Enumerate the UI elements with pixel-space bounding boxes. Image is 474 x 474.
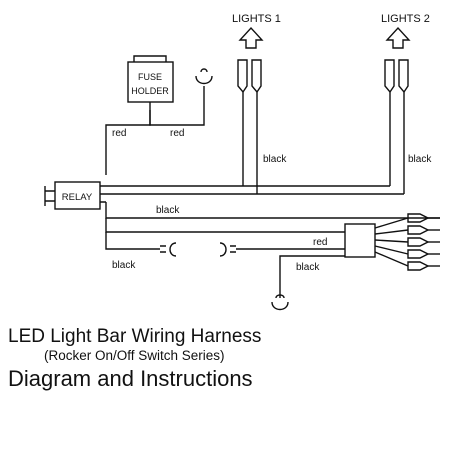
- lights1-arrow-icon: [238, 26, 264, 49]
- fuse-label-line1: FUSE: [138, 72, 162, 82]
- ground-ring-mid: [219, 242, 236, 257]
- caption-subtitle: (Rocker On/Off Switch Series): [44, 348, 225, 363]
- wire-label-black-relay: black: [156, 205, 180, 216]
- wire-label-black-switch: black: [296, 262, 320, 273]
- lights2-connector: [384, 59, 409, 194]
- wire-label-red-a: red: [112, 128, 126, 139]
- wire-label-red-switch: red: [313, 237, 327, 248]
- fuse-ring-terminal: [195, 68, 213, 110]
- wire-label-black-lights2: black: [408, 154, 432, 165]
- wire-label-red-b: red: [170, 128, 184, 139]
- fuse-holder: [127, 61, 174, 103]
- lights2-arrow-icon: [385, 26, 411, 49]
- switch-harness-box: [344, 223, 376, 258]
- relay: [54, 181, 101, 210]
- lights2-label: LIGHTS 2: [381, 13, 430, 25]
- caption-title: LED Light Bar Wiring Harness: [8, 326, 262, 347]
- relay-label: RELAY: [62, 192, 93, 203]
- lights1-connector: [237, 59, 262, 194]
- fuse-label-line2: HOLDER: [131, 86, 169, 96]
- switch-connectors: [374, 213, 440, 271]
- caption-main: Diagram and Instructions: [8, 366, 253, 391]
- lights1-label: LIGHTS 1: [232, 13, 281, 25]
- ground-ring-left: [160, 242, 177, 257]
- ground-ring-bottom: [271, 294, 289, 311]
- wire-label-black-left: black: [112, 260, 136, 271]
- wire-label-black-lights1: black: [263, 154, 287, 165]
